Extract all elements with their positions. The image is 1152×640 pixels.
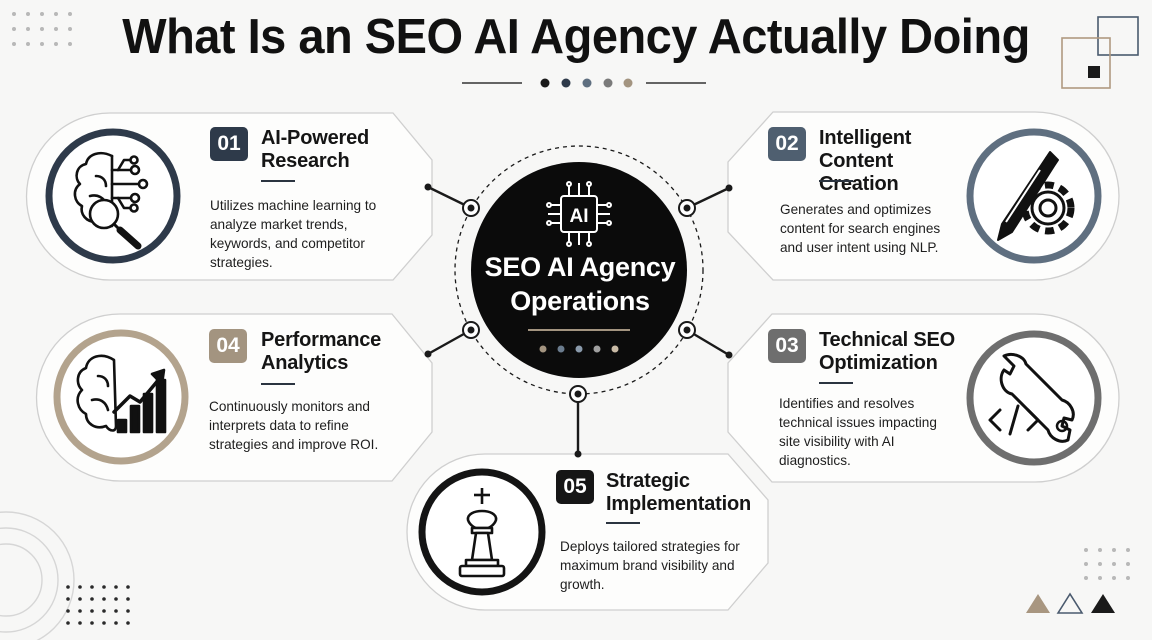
card-rule-01 [261,180,295,182]
chess-king-icon [458,488,506,578]
hub-dots [539,345,619,353]
card-number-03: 03 [768,329,806,363]
icon-ring-03 [966,330,1102,466]
card-desc-05: Deploys tailored strategies for maximum … [560,539,740,592]
brain-magnifier-icon [73,151,149,250]
card-number-05: 05 [556,470,594,504]
hub-nodes [462,199,696,403]
dot-grid-bottom-left [66,585,130,625]
dot-grid-bottom-right [1084,548,1130,580]
wrench-code-icon [988,352,1075,443]
hub-circle [471,162,687,378]
ai-chip-badge: AI [570,206,589,227]
card-rule-02 [819,180,853,182]
card-title-05: Strategic Implementation [606,470,751,515]
card-rule-05 [606,522,640,524]
card-number-04: 04 [209,329,247,363]
card-number-02: 02 [768,127,806,161]
hub-title: SEO AI Agency Operations [484,252,676,316]
dot-grid-top-left [12,12,72,46]
card-title-03: Technical SEO Optimization [819,329,955,374]
card-desc-03: Identifies and resolves technical issues… [779,396,937,468]
card-desc-01: Utilizes machine learning to analyze mar… [210,198,377,270]
card-number-01: 01 [210,127,248,161]
card-desc-02: Generates and optimizes content for sear… [780,202,941,255]
card-title-02: Intelligent Content Creation [819,127,912,195]
card-title-01: AI-Powered Research [261,127,370,172]
brain-chart-icon [76,354,167,434]
connector-dots [424,183,733,458]
triangle-deco-bottom-right [1026,592,1115,614]
pen-gear-icon [997,151,1075,241]
card-desc-04: Continuously monitors and interprets dat… [209,399,379,452]
card-rule-04 [261,383,295,385]
page-title: What Is an SEO AI Agency Actually Doing [122,7,1030,64]
card-title-04: Performance Analytics [261,329,382,374]
square-deco-top-right [1061,16,1139,89]
card-rule-03 [819,382,853,384]
title-divider [462,78,706,88]
circle-deco-bottom-left [0,511,75,640]
ai-chip-icon [546,181,612,247]
